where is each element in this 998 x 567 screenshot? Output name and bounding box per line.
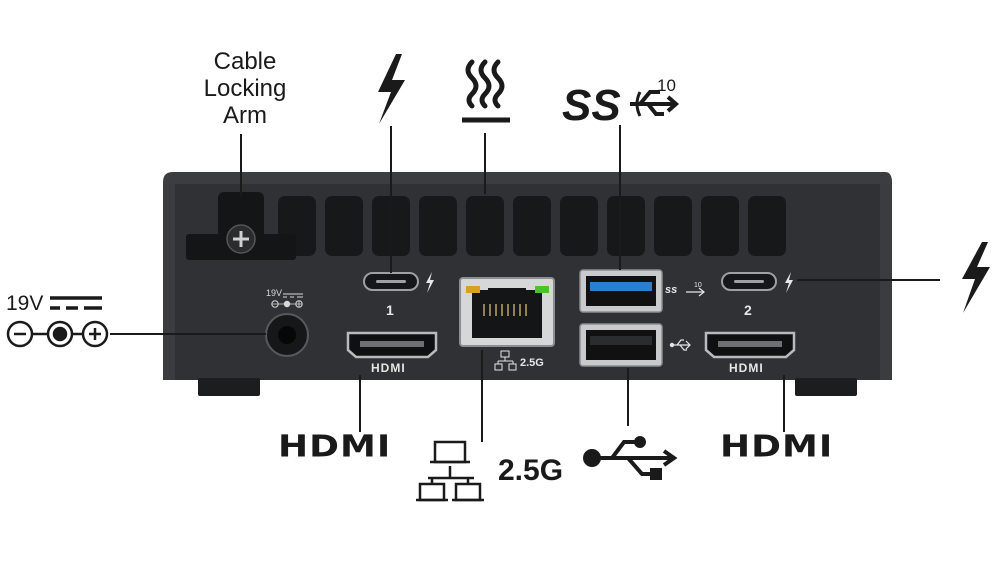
hdmi-port-right <box>704 331 796 359</box>
tiny-dc-symbol <box>283 293 303 298</box>
superspeed-ss-text: SS <box>562 81 621 130</box>
tiny-voltage-label: 19V <box>266 288 283 298</box>
hdmi-port-right-label: HDMI <box>729 361 764 375</box>
usb-c-tongue <box>376 280 406 283</box>
ethernet-port <box>459 277 555 371</box>
cable-label-line-2: Locking <box>203 75 287 102</box>
led-green <box>535 286 549 293</box>
rj45-clip-slot <box>488 288 526 296</box>
usb-a-tongue <box>590 336 652 345</box>
chassis-foot-right <box>795 378 857 396</box>
hdmi-right-label: HDMI <box>720 429 834 464</box>
tiny-network-icon <box>494 350 517 371</box>
usb-c-tongue <box>734 280 764 283</box>
vent-slot <box>654 196 692 256</box>
usb-port <box>579 323 691 367</box>
usb-a-blue-tongue <box>590 282 652 291</box>
led-amber <box>466 286 480 293</box>
tiny-usb-icon <box>669 339 691 351</box>
power-voltage-label: 19V <box>6 292 44 315</box>
vent-grille <box>278 196 786 256</box>
chassis-left-edge <box>163 184 175 380</box>
vent-slot <box>466 196 504 256</box>
power-jack-hole <box>278 326 296 344</box>
thunderbolt-icon <box>962 242 990 313</box>
vent-slot <box>701 196 739 256</box>
lan-speed-label: 2.5G <box>498 454 564 487</box>
dc-power-jack <box>265 293 309 357</box>
network-icon <box>416 440 484 502</box>
hdmi-tongue <box>718 341 782 347</box>
hdmi-tongue <box>360 341 424 347</box>
usb-superspeed-10-icon: SS <box>562 81 680 130</box>
lan-speed-small-label: 2.5G <box>520 357 544 369</box>
dc-polarity-icon <box>6 296 109 348</box>
chassis-right-edge <box>880 184 892 380</box>
tiny-superspeed-rate: 10 <box>694 282 702 289</box>
hdmi-port-left <box>346 331 438 359</box>
hdmi-left-label: HDMI <box>278 429 392 464</box>
screw-cross <box>233 231 249 247</box>
thunderbolt-small-icon <box>785 272 793 293</box>
superspeed-rate-label: 10 <box>657 76 676 95</box>
cable-locking-arm <box>186 192 296 260</box>
thunderbolt-port-2-number: 2 <box>744 302 752 318</box>
cable-label-line-3: Arm <box>223 102 267 129</box>
cable-label-line-1: Cable <box>213 48 277 75</box>
tiny-polarity-lines <box>272 301 302 307</box>
vent-slot <box>513 196 551 256</box>
thunderbolt-icon <box>378 54 405 124</box>
vent-slot <box>748 196 786 256</box>
tiny-usb-trident <box>686 287 705 297</box>
rj45-contacts <box>483 304 527 316</box>
usb-icon <box>583 436 678 480</box>
vent-slot <box>607 196 645 256</box>
vent-slot <box>325 196 363 256</box>
thunderbolt-small-icon <box>426 272 434 293</box>
hdmi-port-left-label: HDMI <box>371 361 406 375</box>
chassis-lid <box>163 172 892 186</box>
thunderbolt-port-1-number: 1 <box>386 302 394 318</box>
leader-lines <box>110 125 940 442</box>
rj45-opening <box>472 290 542 338</box>
cable-locking-arm-label: Cable Locking Arm <box>180 48 310 129</box>
chassis-foot-left <box>198 378 260 396</box>
vent-slot <box>560 196 598 256</box>
superspeed-trident <box>630 90 680 117</box>
thunderbolt-port-2 <box>721 272 793 293</box>
vent-slot <box>419 196 457 256</box>
heat-exhaust-icon <box>462 59 510 123</box>
tiny-superspeed-label: ss <box>665 284 678 296</box>
